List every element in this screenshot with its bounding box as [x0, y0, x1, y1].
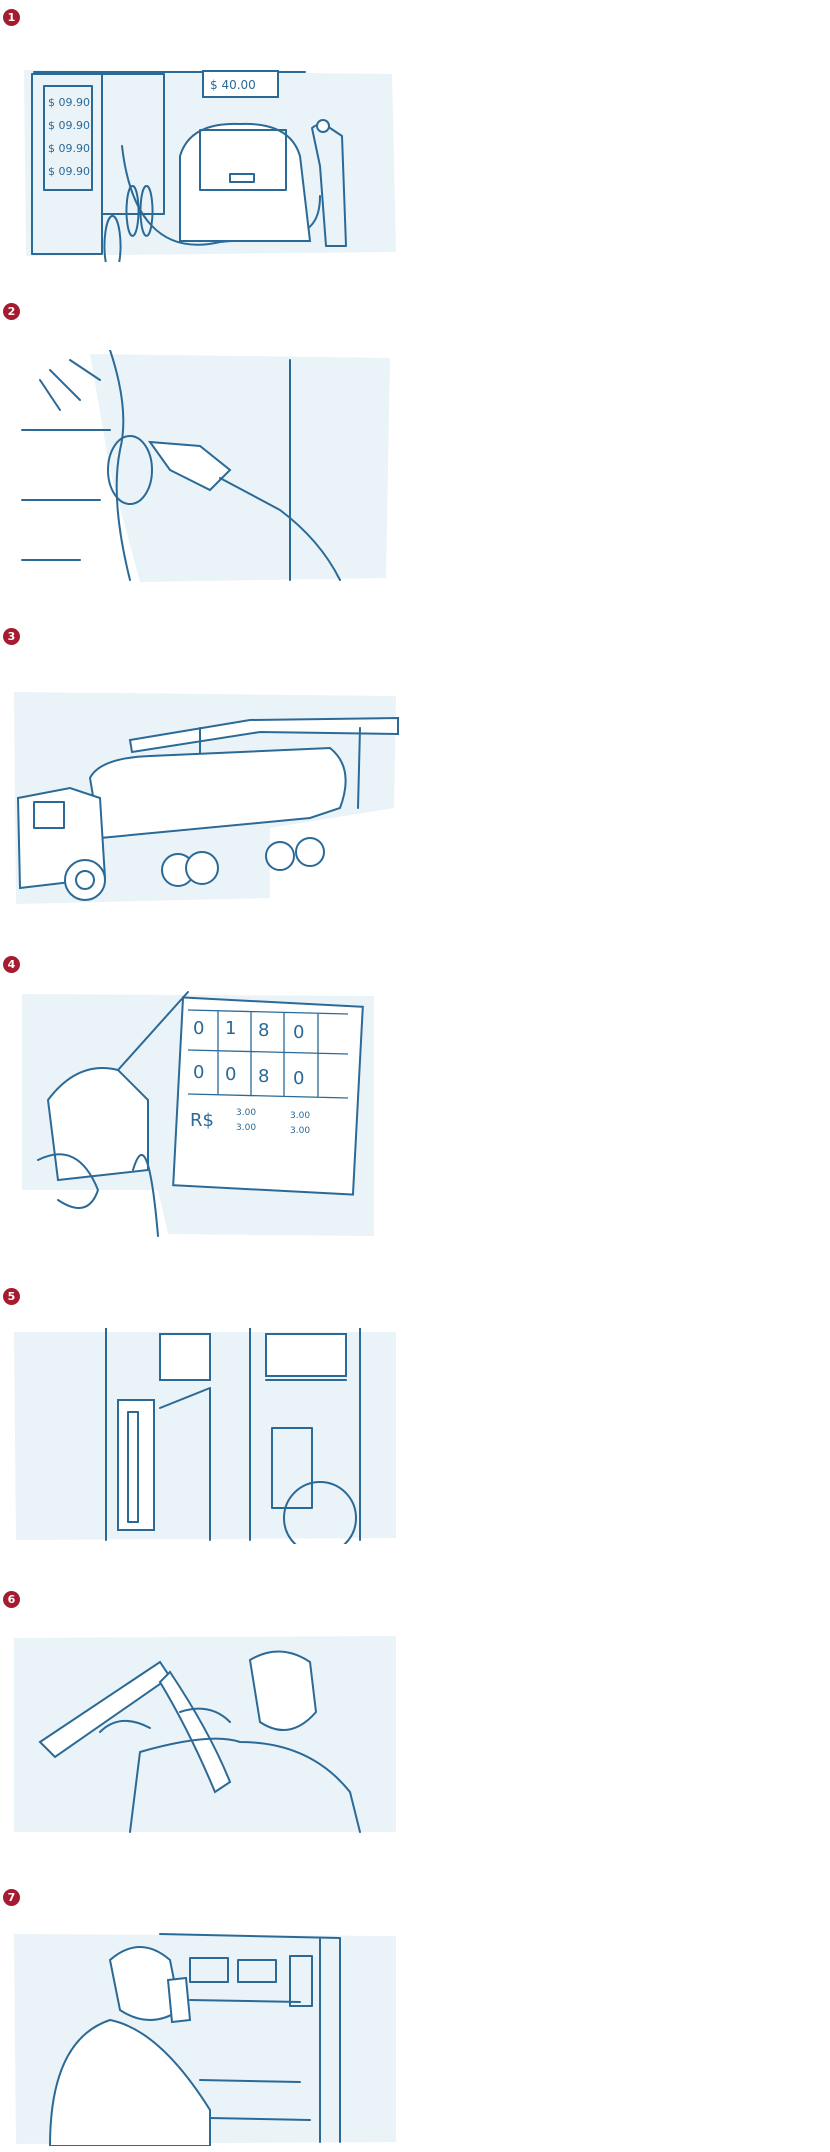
svg-text:$ 09.90: $ 09.90	[48, 142, 90, 155]
svg-text:0: 0	[193, 1062, 204, 1083]
pump-price-list: $ 09.90 $ 09.90 $ 09.90 $ 09.90	[48, 96, 90, 178]
svg-text:3.00: 3.00	[290, 1126, 310, 1136]
step-badge-2: 2	[3, 303, 20, 320]
step-badge-1: 1	[3, 9, 20, 26]
svg-text:1: 1	[225, 1018, 236, 1039]
illustration-fuel-tanker-truck	[14, 692, 399, 904]
svg-text:3.00: 3.00	[236, 1123, 256, 1133]
svg-text:$ 09.90: $ 09.90	[48, 96, 90, 109]
svg-text:3.00: 3.00	[290, 1111, 310, 1121]
step-badge-3: 3	[3, 628, 20, 645]
price-sign: $ 40.00	[210, 78, 256, 92]
svg-text:R$: R$	[190, 1110, 214, 1131]
svg-text:$ 09.90: $ 09.90	[48, 119, 90, 132]
illustration-attendant-on-phone	[14, 1933, 396, 2146]
step-badge-4: 4	[3, 956, 20, 973]
step-badge-6: 6	[3, 1591, 20, 1608]
step-badge-5: 5	[3, 1288, 20, 1305]
svg-text:0: 0	[293, 1022, 304, 1043]
svg-text:0: 0	[193, 1018, 204, 1039]
pump-digits-display: 0 1 8 0 0 0 8 0 R$ 3.00 3.00 3.00 3.00	[187, 1009, 349, 1136]
svg-text:$ 09.90: $ 09.90	[48, 165, 90, 178]
illustration-pump-display: 0 1 8 0 0 0 8 0 R$ 3.00 3.00 3.00 3.00	[22, 991, 374, 1237]
svg-text:3.00: 3.00	[236, 1108, 256, 1118]
illustration-pump-gauges	[14, 1328, 396, 1544]
svg-text:0: 0	[293, 1068, 304, 1089]
svg-text:8: 8	[258, 1066, 269, 1087]
step-badge-7: 7	[3, 1889, 20, 1906]
illustration-attendant-with-nozzle	[14, 1636, 396, 1833]
svg-text:0: 0	[225, 1064, 236, 1085]
illustration-nozzle-in-tank	[21, 350, 390, 582]
illustration-car-refueling: $ 09.90 $ 09.90 $ 09.90 $ 09.90 $ 40.00	[24, 70, 396, 262]
svg-text:8: 8	[258, 1020, 269, 1041]
